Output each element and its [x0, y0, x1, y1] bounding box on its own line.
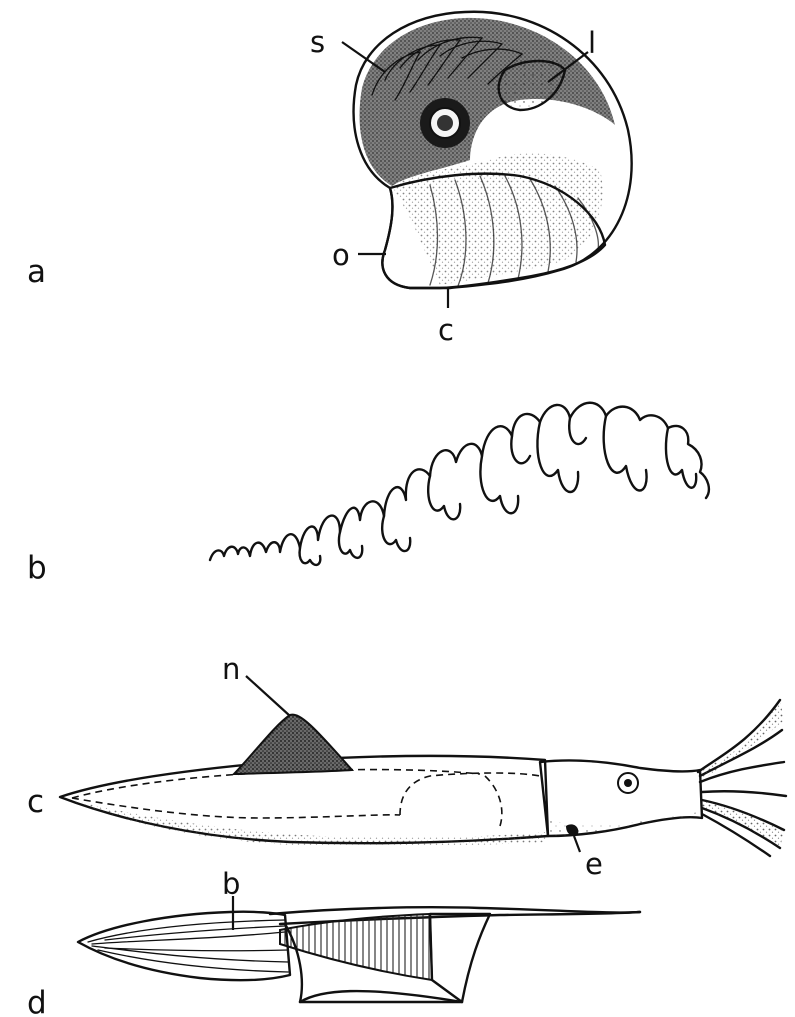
label-fin-n: n [222, 652, 240, 686]
suture-line-drawing [210, 403, 709, 565]
belemnite-animal-drawing [60, 700, 786, 856]
label-b-guard: b [222, 867, 240, 901]
panel-label-b: b [27, 550, 47, 586]
belemnite-shell-section-drawing [78, 907, 640, 1002]
panel-label-c: c [27, 784, 44, 820]
panel-label-a: a [27, 254, 46, 290]
panel-label-d: d [27, 985, 47, 1017]
label-lappet-l: l [588, 26, 596, 60]
label-septa-s: s [310, 25, 325, 59]
label-c-shell: c [438, 313, 454, 347]
label-e-funnel: e [585, 847, 603, 881]
label-opening-o: o [332, 238, 350, 272]
